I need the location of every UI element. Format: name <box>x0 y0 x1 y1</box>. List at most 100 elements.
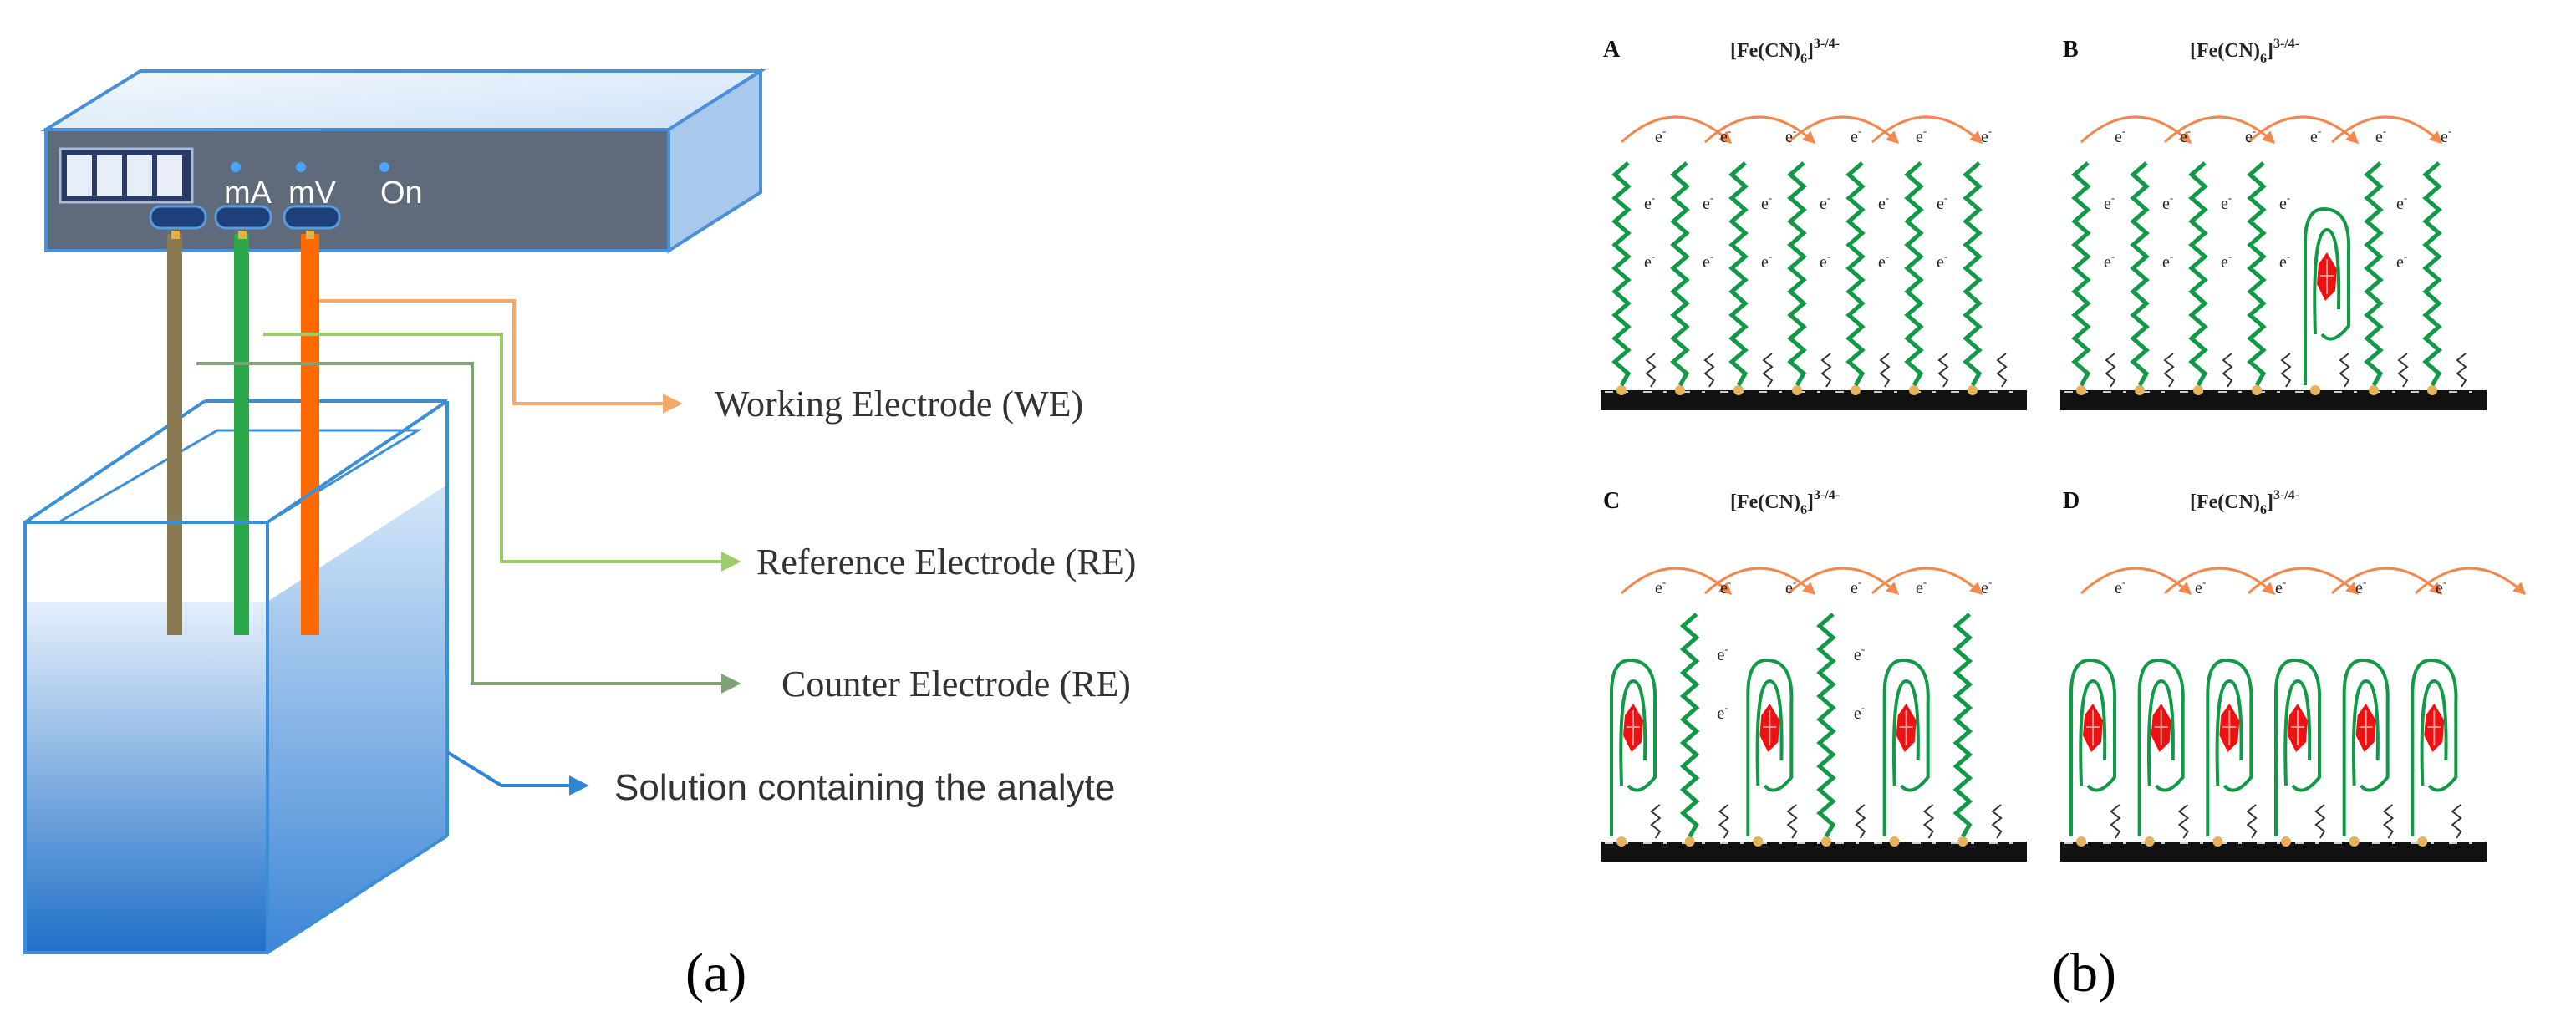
folded-aptamer-target-complex <box>2137 658 2185 836</box>
electron-label: e- <box>2355 576 2366 597</box>
linker-chain <box>1645 353 1657 388</box>
folded-aptamer-target-complex <box>1610 658 1657 836</box>
gold-anchor <box>1968 385 1978 395</box>
electrode-substrate <box>1601 842 2027 862</box>
linker-chain <box>1718 804 1730 839</box>
subpanel-c: C[Fe(CN)6]3-/4-e-e-e-e-e-e-e-e-e-e- <box>1601 488 2027 862</box>
gold-anchor <box>2076 836 2086 847</box>
gold-anchor <box>1675 385 1685 395</box>
gold-anchor <box>2417 836 2428 847</box>
meter-label-mv: mV <box>288 175 337 211</box>
linker-chain <box>2339 353 2350 388</box>
gold-anchor <box>2252 385 2262 395</box>
electron-label: e- <box>1878 191 1889 213</box>
gold-anchor <box>1851 385 1861 395</box>
linker-chain <box>2246 804 2258 839</box>
electron-transfer-arrow <box>2414 567 2527 596</box>
electron-label: e- <box>1761 191 1772 213</box>
redox-probe-label: [Fe(CN)6]3-/4- <box>1730 37 1840 66</box>
label-working-electrode: Working Electrode (WE) <box>715 384 1083 425</box>
electron-label: e- <box>1785 576 1796 597</box>
gold-anchor <box>2281 836 2291 847</box>
electron-label: e- <box>2279 250 2290 272</box>
subpanel-letter: C <box>1603 488 1620 514</box>
electron-transfer-arrow <box>1871 567 1983 596</box>
terminal-reference[interactable] <box>214 205 272 230</box>
electron-label: e- <box>1644 250 1655 272</box>
meter-label-on: On <box>380 175 423 211</box>
electron-label: e- <box>2441 125 2451 146</box>
electron-label: e- <box>1718 643 1728 664</box>
gold-anchor <box>1909 385 1919 395</box>
aptamer-strand <box>1670 161 1690 387</box>
electron-label: e- <box>1851 125 1861 146</box>
linker-chain <box>1762 353 1774 388</box>
redox-probe-label: [Fe(CN)6]3-/4- <box>2190 488 2299 517</box>
subpanel-letter: D <box>2063 488 2080 514</box>
linker-chain <box>1991 804 2003 839</box>
terminal-counter[interactable] <box>149 205 207 230</box>
aptamer-strand <box>1611 161 1632 387</box>
electron-transfer-arrow <box>2330 115 2443 145</box>
electron-transfer-arrow <box>1787 115 1900 145</box>
gold-anchor <box>2135 385 2145 395</box>
electron-label: e- <box>1981 125 1992 146</box>
electron-label: e- <box>2310 125 2321 146</box>
working-leader-line <box>319 299 683 414</box>
reference-electrode-rod <box>234 234 249 635</box>
gold-anchor <box>2076 385 2086 395</box>
gold-anchor <box>2193 385 2203 395</box>
electron-label: e- <box>2104 191 2115 213</box>
electron-label: e- <box>2221 191 2232 213</box>
reference-leader-line <box>263 333 741 572</box>
electron-transfer-arrow <box>2247 115 2360 145</box>
linker-chain <box>2105 353 2116 388</box>
linker-chain <box>2382 804 2395 839</box>
electron-label: e- <box>1644 191 1655 213</box>
gold-anchor <box>1889 836 1900 847</box>
folded-aptamer-target-complex <box>2274 658 2322 836</box>
electrode-substrate <box>1601 390 2027 410</box>
electron-label: e- <box>1703 191 1713 213</box>
potentiostat-meter: mA mV On <box>39 68 766 254</box>
electron-label: e- <box>2245 125 2256 146</box>
gold-anchor <box>1821 836 1831 847</box>
aptamer-strand <box>2188 161 2208 387</box>
electron-label: e- <box>1785 125 1796 146</box>
electron-label: e- <box>1851 576 1861 597</box>
electrode-substrate <box>2060 842 2487 862</box>
counter-leader-line <box>196 362 741 694</box>
gold-anchor <box>1957 836 1968 847</box>
terminal-working[interactable] <box>283 205 341 230</box>
electron-label: e- <box>2396 250 2407 272</box>
electron-label: e- <box>1937 250 1947 272</box>
electron-label: e- <box>1703 250 1713 272</box>
electron-transfer-arrow <box>1787 567 1900 596</box>
solution-leader-line <box>445 750 589 796</box>
gold-anchor <box>1792 385 1802 395</box>
electron-label: e- <box>2115 125 2125 146</box>
caption-a: (a) <box>685 943 746 1004</box>
electron-label: e- <box>1761 250 1772 272</box>
linker-chain <box>2177 804 2190 839</box>
electron-label: e- <box>2195 576 2206 597</box>
electron-transfer-arrow <box>2247 567 2360 596</box>
electron-label: e- <box>2162 250 2173 272</box>
gold-anchor <box>2427 385 2437 395</box>
subpanel-d: D[Fe(CN)6]3-/4-e-e-e-e-e- <box>2060 488 2527 862</box>
electron-label: e- <box>1878 250 1889 272</box>
aptamer-strand <box>1728 161 1749 387</box>
electron-label: e- <box>1655 576 1666 597</box>
working-electrode-rod <box>301 234 319 635</box>
subpanel-letter: A <box>1603 37 1621 63</box>
meter-display <box>67 155 182 196</box>
aptamer-strand <box>2422 161 2442 387</box>
electron-label: e- <box>2279 191 2290 213</box>
display-digit <box>97 155 122 196</box>
gold-anchor <box>1616 836 1627 847</box>
aptamer-strand <box>2247 161 2267 387</box>
electron-label: e- <box>1720 576 1731 597</box>
electron-label: e- <box>1854 643 1865 664</box>
electron-label: e- <box>1981 576 1992 597</box>
